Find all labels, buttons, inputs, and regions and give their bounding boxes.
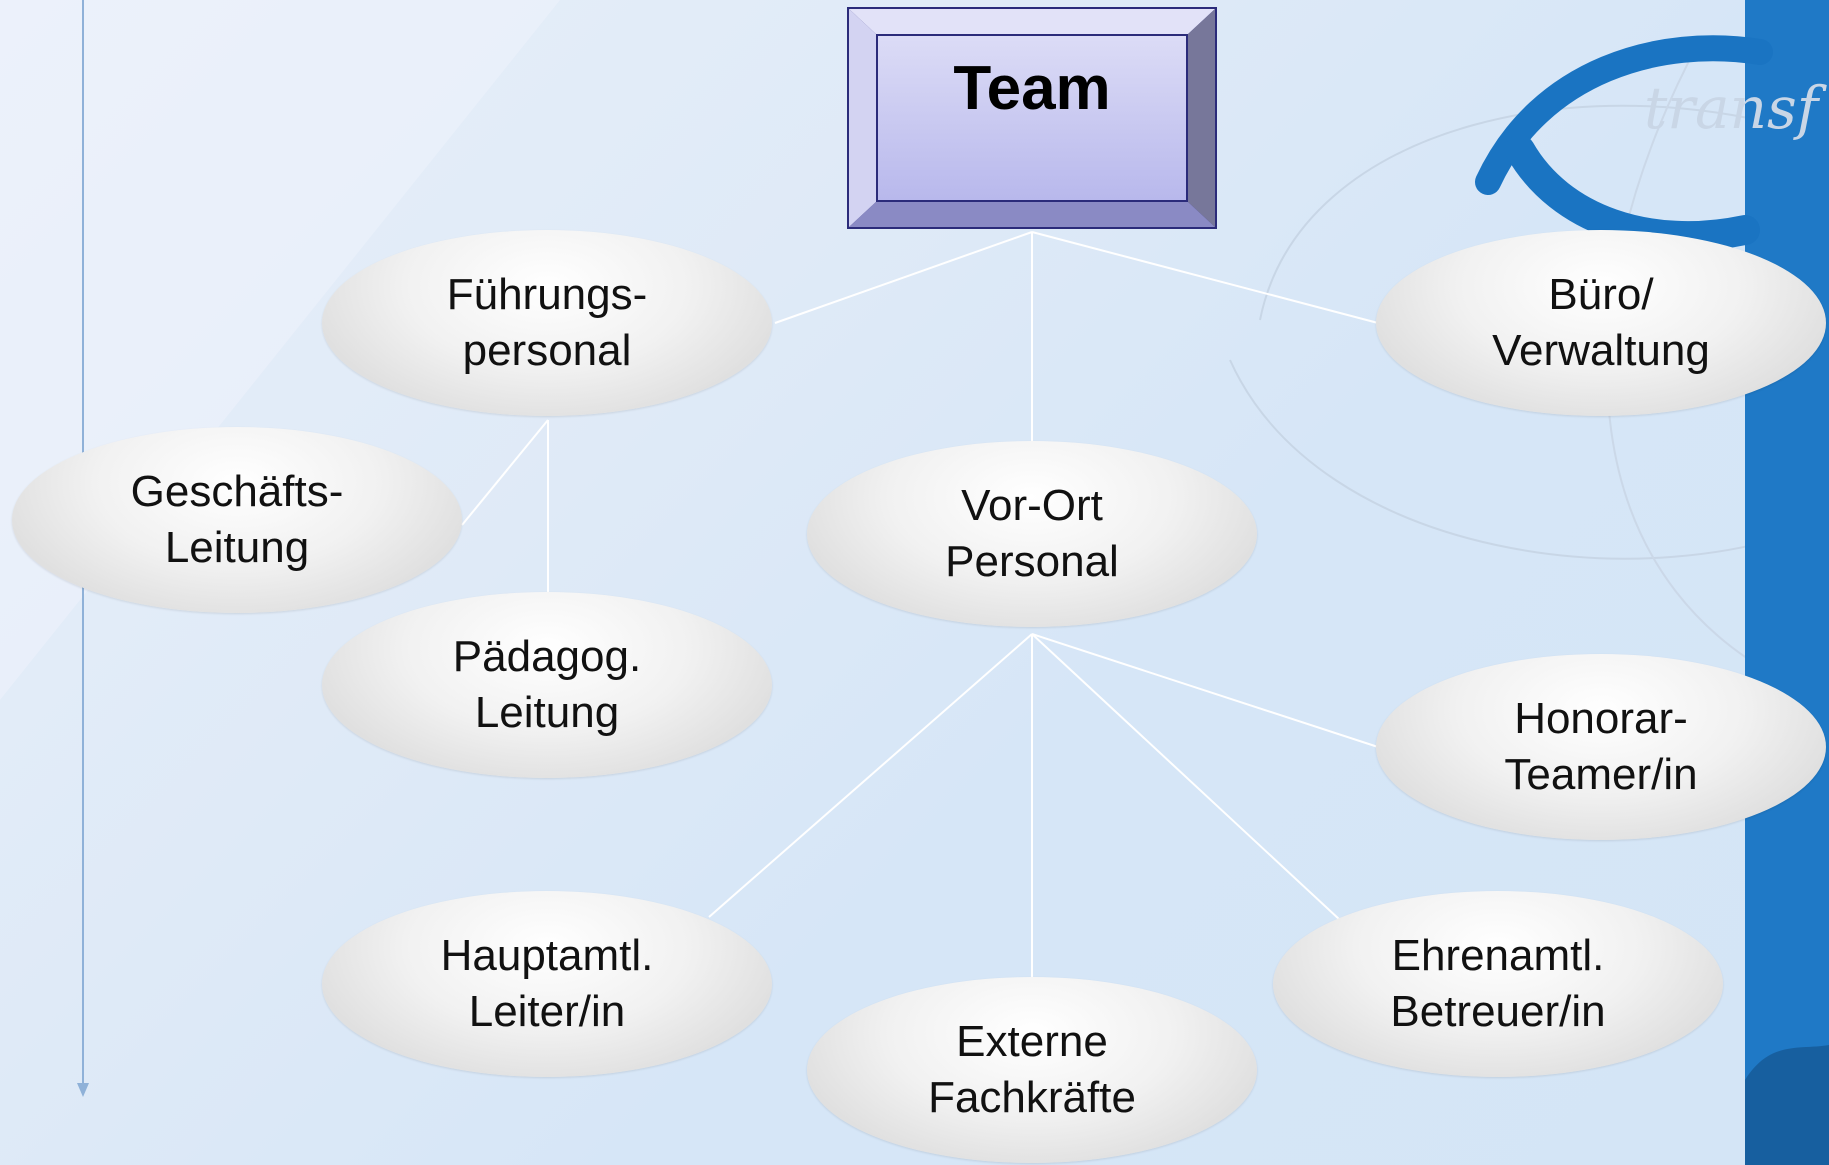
timeline-arrow-head — [77, 1083, 89, 1097]
node-label-line1: Führungs- — [446, 270, 648, 319]
root-node-label: Team — [953, 54, 1111, 123]
node-fuehrungspersonal[interactable]: Führungs- personal — [322, 230, 772, 416]
node-hauptamtliche-leiter[interactable]: Hauptamtl. Leiter/in — [322, 891, 772, 1077]
node-label-line2: Teamer/in — [1504, 750, 1698, 799]
brand-wordmark: transf — [1644, 74, 1819, 142]
node-label-line2: Verwaltung — [1492, 326, 1710, 375]
node-label-line1: Honorar- — [1514, 694, 1688, 743]
node-label-line2: personal — [462, 326, 632, 375]
connectors — [461, 231, 1379, 977]
node-externe-fachkraefte[interactable]: Externe Fachkräfte — [807, 977, 1257, 1163]
node-buero-verwaltung[interactable]: Büro/ Verwaltung — [1376, 230, 1826, 416]
node-ehrenamtliche-betreuer[interactable]: Ehrenamtl. Betreuer/in — [1273, 891, 1723, 1077]
root-box-frame — [847, 7, 1217, 229]
node-paedagogische-leitung[interactable]: Pädagog. Leitung — [322, 592, 772, 778]
node-label-line1: Externe — [956, 1017, 1108, 1066]
node-label-line1: Pädagog. — [452, 632, 642, 681]
root-node-team[interactable]: Team — [847, 7, 1217, 229]
node-label-line2: Leitung — [474, 688, 620, 737]
node-label-line1: Geschäfts- — [130, 467, 344, 516]
node-geschaeftsleitung[interactable]: Geschäfts- Leitung — [12, 427, 462, 613]
node-label-line2: Leitung — [164, 523, 310, 572]
node-vor-ort-personal[interactable]: Vor-Ort Personal — [807, 441, 1257, 627]
node-label-line2: Personal — [945, 537, 1119, 586]
node-label-line2: Fachkräfte — [928, 1073, 1136, 1122]
node-label-line1: Hauptamtl. — [440, 931, 654, 980]
brand-logo-eye — [1505, 135, 1760, 251]
node-honorar-teamer[interactable]: Honorar- Teamer/in — [1376, 654, 1826, 840]
node-label-line1: Vor-Ort — [961, 481, 1103, 530]
node-label-line1: Ehrenamtl. — [1391, 931, 1605, 980]
node-label-line2: Leiter/in — [468, 987, 626, 1036]
brand-band — [1745, 0, 1829, 1165]
node-label-line1: Büro/ — [1548, 270, 1654, 319]
node-label-line2: Betreuer/in — [1390, 987, 1606, 1036]
